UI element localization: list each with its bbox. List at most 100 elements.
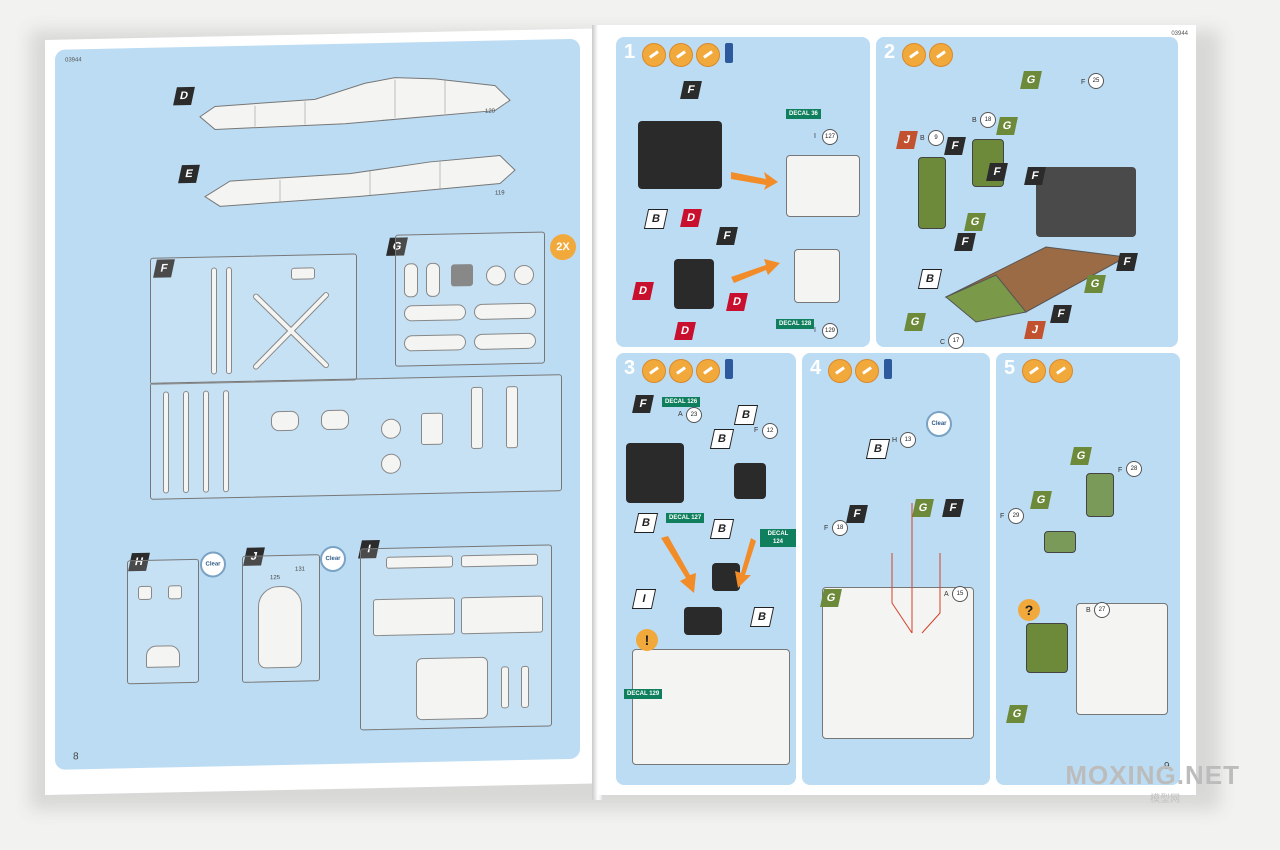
cut-icon [642,43,666,67]
color-tag: G [1084,275,1106,293]
glue-icon [1049,359,1073,383]
part-number: 12 [762,423,778,439]
step-icons [902,43,953,67]
assembly-step-5: 5 G G G F 28 F 29 B 27 ? [996,353,1180,785]
color-tag: G [1070,447,1092,465]
assembly-step-3: 3 F B B B B I B DECAL 126 DECAL 127 DECA… [616,353,796,785]
part-letter: F [824,525,829,532]
sprue-label-e: E [178,164,200,184]
part-number: 27 [1094,602,1110,618]
right-page-number: 9 [1164,761,1170,772]
color-tag: B [865,439,891,459]
question-icon: ? [1018,599,1040,621]
decal-label: DECAL 127 [666,513,705,523]
color-tag: B [643,209,669,229]
color-tag: I [631,589,657,609]
sprue-j [242,554,320,683]
paint-icon [884,359,892,379]
right-page: 03944 1 F B D F D D D DECAL 36 DECAL 128… [598,25,1196,795]
glue-icon [669,43,693,67]
part-letter: B [972,117,977,124]
part-number: 25 [1088,73,1104,89]
book-spine [592,25,602,800]
step-number: 3 [624,357,636,379]
color-tag: D [680,209,702,227]
part-number: 28 [1126,461,1142,477]
control-box-assembled [794,249,840,303]
radio-unit-small [712,563,740,591]
parts-overview-panel: 03944 D 120 E 119 F [55,38,580,770]
cockpit-floor [944,246,1128,323]
assembly-arrows [661,536,756,593]
color-tag: F [954,233,976,251]
decal-label: DECAL 126 [662,397,701,407]
color-tag: F [632,395,654,413]
sprue-label-d: D [173,86,195,106]
glue-icon [669,359,693,383]
color-tag: B [917,269,943,289]
seat-back [1086,473,1114,517]
color-tag: G [820,589,842,607]
color-tag: J [1024,321,1046,339]
fuselage-half-e [204,154,516,207]
assembled-seat [1026,623,1068,673]
part-letter: I [814,133,816,140]
decal-icon [696,359,720,383]
assembly-step-2: 2 G F F F F F G G B G G F J J F 25 B 9 B… [876,37,1178,349]
page-code-right: 03944 [1171,31,1188,37]
color-tag: F [986,163,1008,181]
decal-label: DECAL 128 [776,319,815,329]
step-number: 1 [624,41,636,63]
part-number: 13 [900,432,916,448]
fuselage-floor-block [1036,167,1136,237]
color-tag: G [964,213,986,231]
assembly-step-4: 4 Clear B F G F G H 13 F 18 A 15 [802,353,990,785]
step-icons [642,359,733,383]
color-tag: F [680,81,702,99]
part-number-120: 120 [485,108,496,115]
color-tag: G [904,313,926,331]
left-page-number: 8 [73,751,79,763]
glue-icon [855,359,879,383]
step-icons [1022,359,1073,383]
color-tag: D [632,282,654,300]
sprue-h [127,558,199,685]
part-number-119: 119 [495,190,505,197]
sprue-f-upper [150,253,357,385]
sprue-i [360,544,552,731]
step-icons [642,43,733,67]
cut-icon [642,359,666,383]
part-letter: B [920,135,925,142]
assembly-arrows [731,172,780,283]
step-number: 5 [1004,357,1016,379]
fuselage-interior [1076,603,1168,715]
part-number: 17 [948,333,964,349]
color-tag: F [1050,305,1072,323]
radio-box [734,463,766,499]
decal-label: DECAL 124 [760,529,796,547]
left-page: 03944 D 120 E 119 F [45,28,595,796]
assembly-step-1: 1 F B D F D D D DECAL 36 DECAL 128 I 127… [616,37,870,347]
sprue-g [395,231,545,367]
part-letter: C [940,339,946,346]
part-number: 129 [822,323,838,339]
multiplier-badge: 2X [550,233,576,261]
part-number: 18 [980,112,996,128]
color-tag: J [896,131,918,149]
part-letter: A [678,411,683,418]
decal-label: DECAL 36 [786,109,821,119]
watermark: MOXING.NET [1065,760,1240,790]
decal-label: DECAL 129 [624,689,663,699]
assembly-lines [891,503,941,634]
radio-unit [684,607,722,635]
color-tag: F [944,137,966,155]
part-letter: F [1081,79,1086,86]
part-number-125: 125 [270,575,281,582]
part-number: 23 [686,407,702,423]
color-tag: B [709,429,735,449]
color-tag: G [996,117,1018,135]
step-number: 2 [884,41,896,63]
fuselage-interior [632,649,790,765]
part-number: 127 [822,129,838,145]
step-number: 4 [810,357,822,379]
